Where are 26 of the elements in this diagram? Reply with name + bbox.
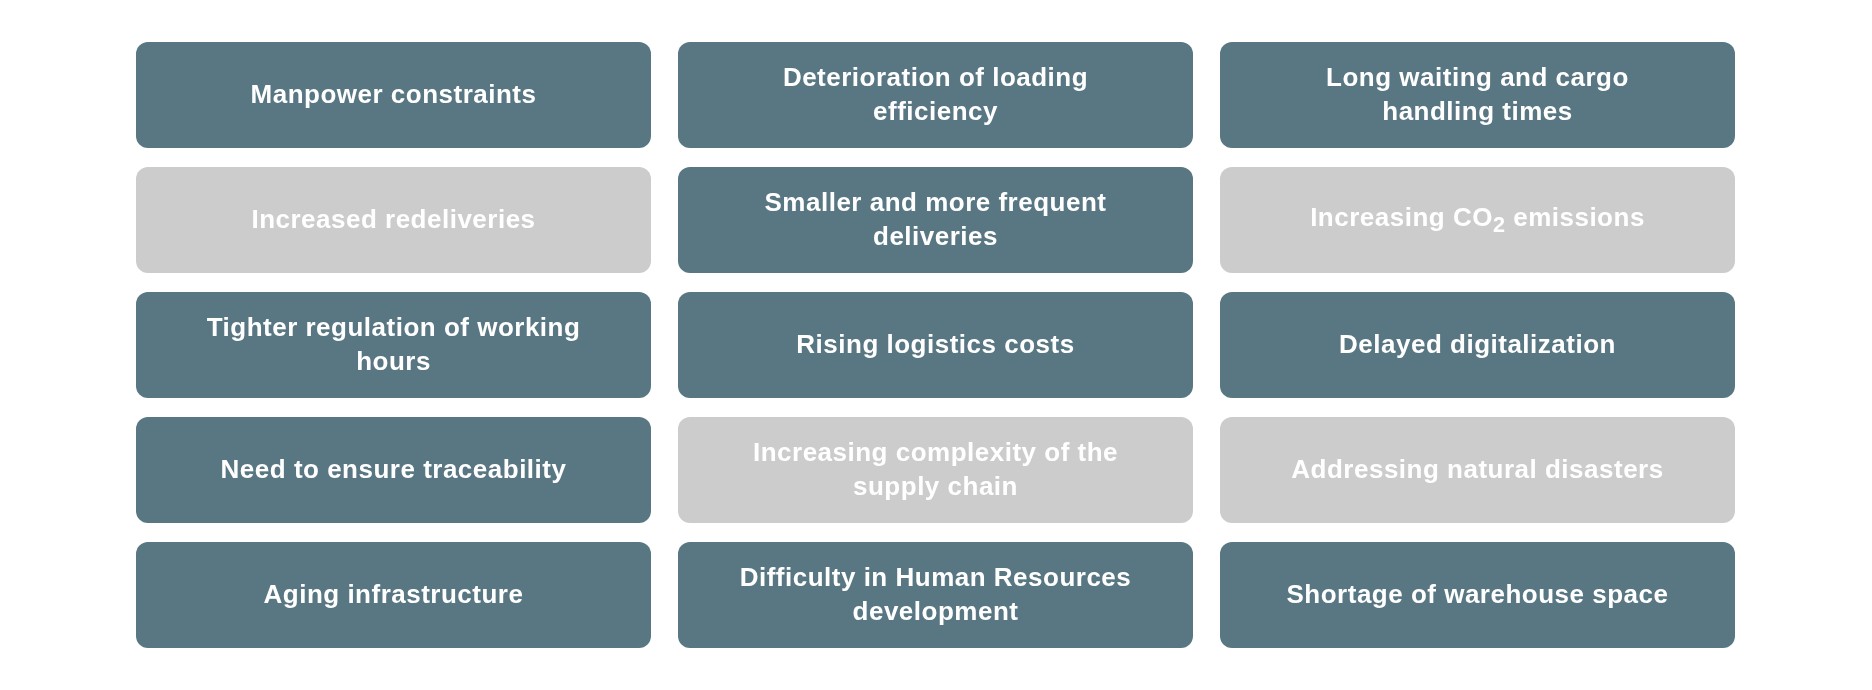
issue-box xyxy=(678,292,1193,398)
issue-box xyxy=(678,417,1193,523)
issue-box xyxy=(1220,542,1735,648)
issue-box xyxy=(678,167,1193,273)
issue-text: Need to ensure traceability xyxy=(220,453,567,487)
issue-text: Long waiting and cargo handling times xyxy=(1325,61,1630,128)
issue-box xyxy=(136,167,651,273)
issue-box xyxy=(1220,42,1735,148)
issue-box xyxy=(136,292,651,398)
issue-box xyxy=(136,542,651,648)
issue-box xyxy=(1220,292,1735,398)
issue-text: Delayed digitalization xyxy=(1339,328,1616,362)
issue-text: Manpower constraints xyxy=(250,78,537,112)
issue-box xyxy=(136,417,651,523)
issue-box xyxy=(1220,417,1735,523)
issue-text: Shortage of warehouse space xyxy=(1286,578,1669,612)
issue-box xyxy=(1220,167,1735,273)
issue-box xyxy=(136,42,651,148)
issue-text: Deterioration of loading efficiency xyxy=(781,61,1090,128)
issue-text: Rising logistics costs xyxy=(796,328,1075,362)
issue-text: Difficulty in Human Resources development xyxy=(738,561,1133,628)
issue-text: Aging infrastructure xyxy=(263,578,524,612)
issue-box xyxy=(678,42,1193,148)
issue-text: Smaller and more frequent deliveries xyxy=(763,186,1108,253)
issue-text: Tighter regulation of working hours xyxy=(205,311,582,378)
issue-box xyxy=(678,542,1193,648)
